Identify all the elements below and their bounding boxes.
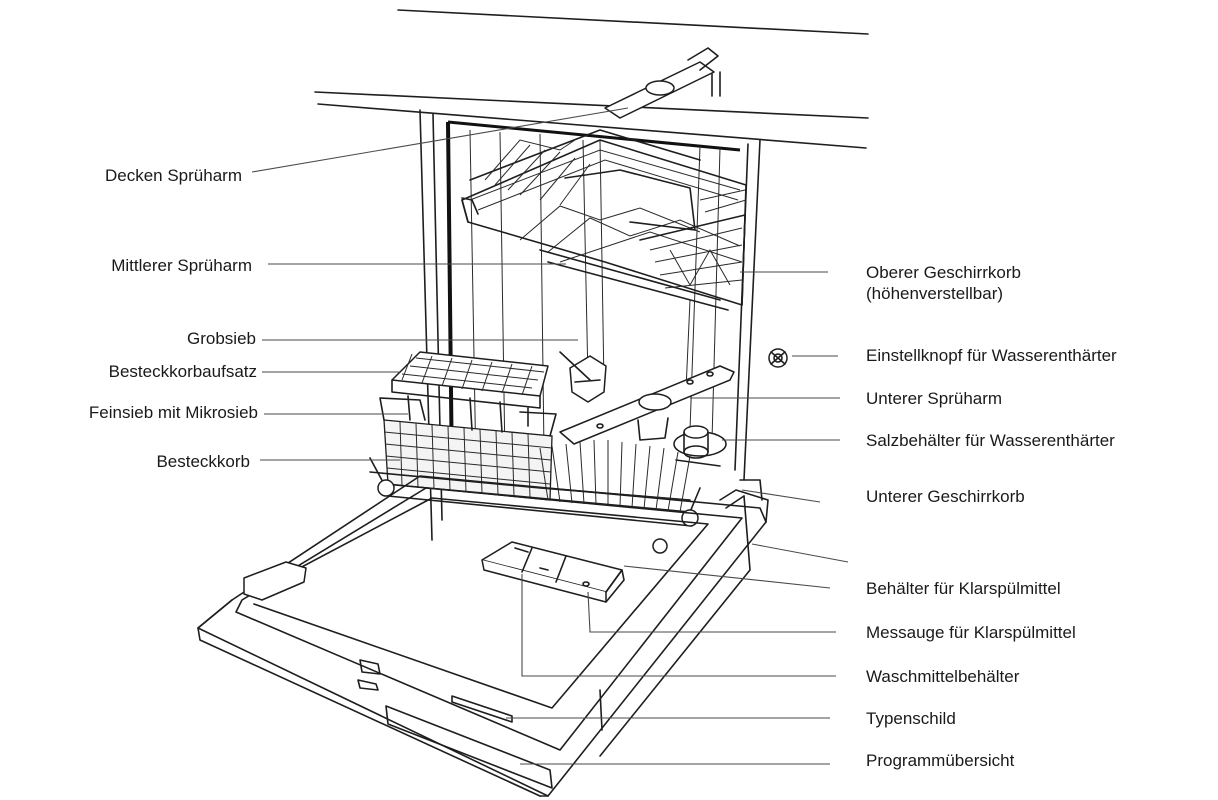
label-programmuebersicht: Programmübersicht <box>866 751 1015 770</box>
cutlery-basket <box>379 351 557 501</box>
label-unterer-spruharm: Unterer Sprüharm <box>866 389 1003 408</box>
upper-basket <box>461 129 747 311</box>
coarse-filter <box>559 351 607 403</box>
label-oberer-geschirrkorb-line2: (höhenverstellbar) <box>866 284 1004 303</box>
door <box>197 475 769 797</box>
leader-lines <box>251 107 849 765</box>
label-decken-spruharm: Decken Sprüharm <box>104 166 242 185</box>
label-typenschild: Typenschild <box>866 709 956 728</box>
label-mittlerer-spruharm: Mittlerer Sprüharm <box>111 256 252 275</box>
label-behaelter-klarspuel: Behälter für Klarspülmittel <box>866 579 1061 598</box>
countertop <box>314 9 869 149</box>
salt-container <box>673 425 727 467</box>
label-oberer-geschirrkorb-line1: Oberer Geschirrkorb <box>866 263 1021 282</box>
detergent-dispenser <box>481 541 625 603</box>
label-besteckkorb: Besteckkorb <box>156 452 250 471</box>
label-waschmittelbehaelter: Waschmittelbehälter <box>866 667 1020 686</box>
label-feinsieb: Feinsieb mit Mikrosieb <box>88 403 258 422</box>
ceiling-spray-arm <box>604 47 721 119</box>
label-messauge: Messauge für Klarspülmittel <box>866 623 1076 642</box>
softener-knob <box>768 348 788 368</box>
label-salzbehaelter: Salzbehälter für Wasserenthärter <box>866 431 1115 450</box>
label-besteckkorbaufsatz: Besteckkorbaufsatz <box>108 362 257 381</box>
label-oberer-geschirrkorb: Oberer Geschirrkorb (höhenverstellbar) <box>866 262 1021 304</box>
tub <box>419 109 761 541</box>
label-einstellknopf: Einstellknopf für Wasserenthärter <box>866 346 1117 365</box>
label-grobsieb: Grobsieb <box>187 329 256 348</box>
lower-spray-arm <box>559 365 735 445</box>
label-unterer-geschirrkorb: Unterer Geschirrkorb <box>866 487 1025 506</box>
